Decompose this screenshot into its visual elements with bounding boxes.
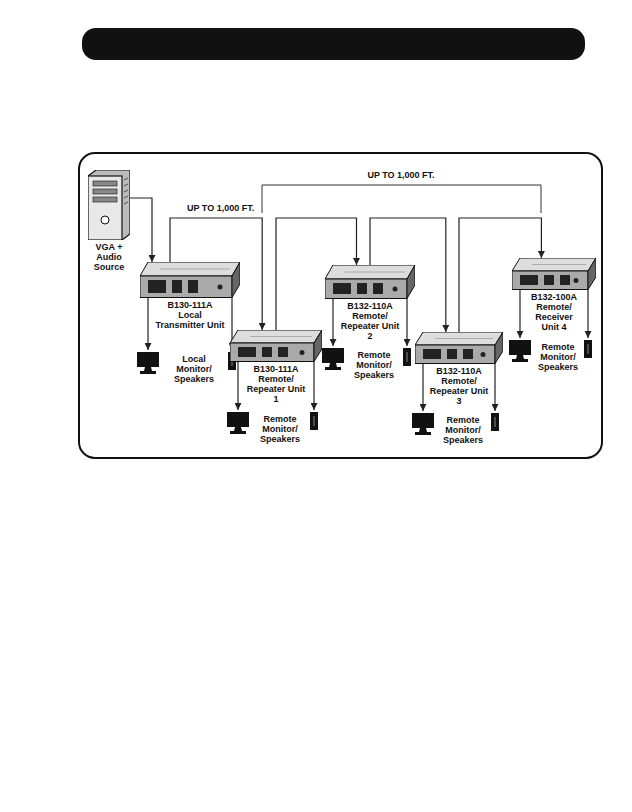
device-label: Local Monitor/ Speakers [164,354,224,384]
caption-group: Local Monitor/ Speakers [136,350,236,386]
device-label: Remote/ Repeater Unit 1 [244,374,308,404]
extender-box [230,330,322,362]
caption-group: B130-111ARemote/ Repeater Unit 1 [244,364,308,404]
cable-line [147,298,148,350]
device-label: VGA + Audio Source [82,242,136,272]
caption-group: Remote Monitor/ Speakers [411,411,499,447]
extender-unit: B132-110ARemote/ Repeater Unit 3 [415,332,503,364]
model-number: B132-110A [339,301,401,311]
cable-line [459,218,541,332]
cable-line [406,299,407,346]
monitor-speakers: Local Monitor/ Speakers [136,350,236,386]
diagram-frame [79,153,602,458]
extender-unit: B132-100ARemote/ Receiver Unit 4 [512,258,596,290]
extender-unit: B132-110ARemote/ Repeater Unit 2 [325,265,415,299]
cable-connector [238,362,314,410]
cable-line [422,364,423,411]
model-number: B130-111A [154,300,226,310]
device-label: Remote Monitor/ Speakers [536,342,580,372]
caption-group: B130-111ALocal Transmitter Unit [154,300,226,330]
caption-group: B132-110ARemote/ Repeater Unit 3 [429,366,489,406]
caption-group: Remote Monitor/ Speakers [226,410,318,446]
device-label: Remote/ Receiver Unit 4 [526,302,582,332]
caption-group: Remote Monitor/ Speakers [321,346,411,382]
extender-unit: B130-111ARemote/ Repeater Unit 1 [230,330,322,362]
extender-box [512,258,596,290]
model-number: B130-111A [244,364,308,374]
caption-group: B132-100ARemote/ Receiver Unit 4 [526,292,582,332]
extender-box [140,262,240,298]
cable-connector [148,298,232,350]
cable-line [332,299,333,346]
distance-label: UP TO 1,000 FT. [185,203,256,213]
cable-connector [423,364,495,411]
cable-connector [333,299,407,346]
model-number: B132-110A [429,366,489,376]
model-number: B132-100A [526,292,582,302]
device-label: Remote Monitor/ Speakers [349,350,399,380]
extender-box [415,332,503,364]
monitor-speakers: Remote Monitor/ Speakers [508,338,592,374]
device-label: Remote Monitor/ Speakers [254,414,306,444]
cable-line [494,364,495,411]
distance-label: UP TO 1,000 FT. [365,170,436,180]
cable-connector [130,198,152,262]
cable-line [237,362,238,410]
computer-tower [88,170,130,240]
device-label: Local Transmitter Unit [154,310,226,330]
cable-line [587,290,588,338]
cable-line [519,290,520,338]
monitor-speakers: Remote Monitor/ Speakers [411,411,499,447]
cable-line [313,362,314,410]
device-label: Remote/ Repeater Unit 2 [339,311,401,341]
caption-group: Remote Monitor/ Speakers [508,338,592,374]
extender-box [325,265,415,299]
source-computer: VGA + Audio Source [88,170,130,240]
device-label: Remote/ Repeater Unit 3 [429,376,489,406]
cable-connector [459,218,541,332]
extender-unit: B130-111ALocal Transmitter Unit [140,262,240,298]
cable-connector [520,290,588,338]
device-label: Remote Monitor/ Speakers [439,415,487,445]
caption-group: VGA + Audio Source [82,242,136,272]
monitor-speakers: Remote Monitor/ Speakers [321,346,411,382]
monitor-speakers: Remote Monitor/ Speakers [226,410,318,446]
cable-line [130,198,152,262]
heading-bar [82,28,585,60]
caption-group: B132-110ARemote/ Repeater Unit 2 [339,301,401,341]
distance-bracket [262,185,541,213]
